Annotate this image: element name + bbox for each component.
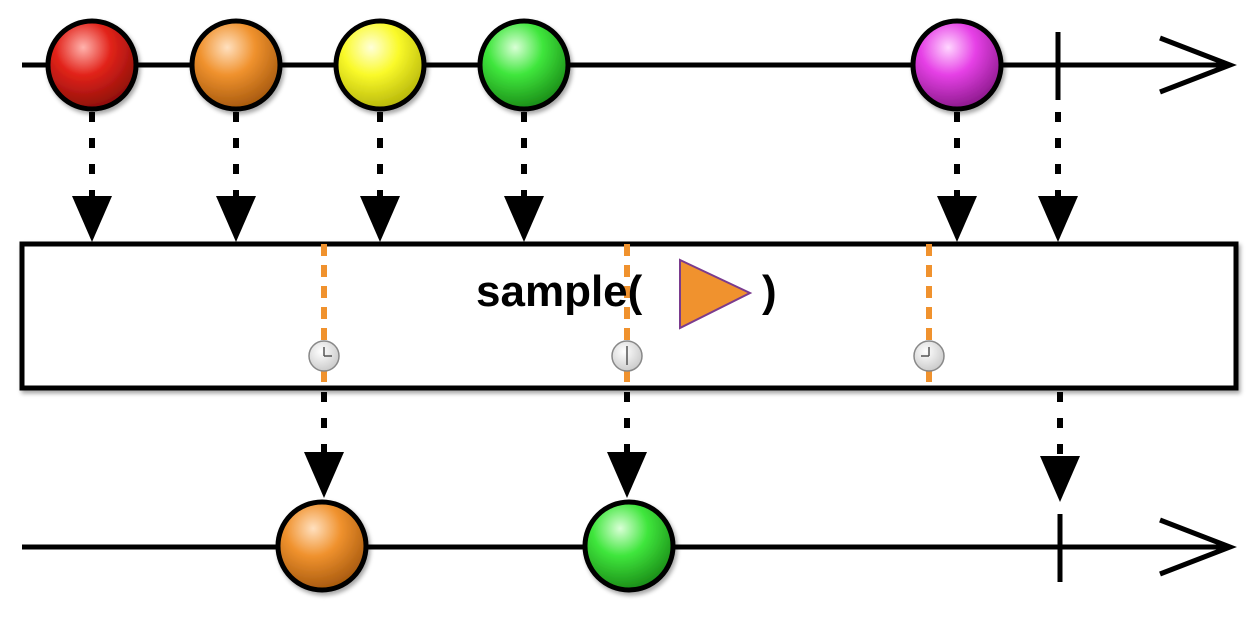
marble-yellow — [333, 18, 427, 112]
output-marbles — [275, 499, 676, 593]
emission-arrow — [304, 392, 344, 498]
emission-arrow — [72, 112, 112, 242]
source-timeline-arrowhead — [1159, 35, 1237, 95]
marble-green — [582, 499, 676, 593]
emission-arrow — [937, 112, 977, 242]
completion-arrow — [1040, 392, 1080, 502]
output-emission-arrows — [304, 392, 1080, 502]
emission-arrow — [607, 392, 647, 498]
marble-orange — [189, 18, 283, 112]
operator-label-prefix: sample( — [476, 267, 643, 316]
marble-magenta — [910, 18, 1004, 112]
emission-arrow — [216, 112, 256, 242]
emission-arrow — [360, 112, 400, 242]
clock-icon — [913, 340, 945, 372]
source-emission-arrows — [72, 112, 1078, 242]
orange-triangle-icon — [679, 258, 753, 330]
output-timeline-arrowhead — [1159, 517, 1237, 577]
clock-icon — [308, 340, 340, 372]
emission-arrow — [504, 112, 544, 242]
source-marbles — [45, 18, 1004, 112]
sampling-ticks — [321, 244, 932, 390]
operator-label-suffix: ) — [762, 267, 777, 316]
marble-green — [477, 18, 571, 112]
marble-orange — [275, 499, 369, 593]
marble-red — [45, 18, 139, 112]
completion-arrow — [1038, 112, 1078, 242]
clock-icon — [611, 340, 643, 372]
